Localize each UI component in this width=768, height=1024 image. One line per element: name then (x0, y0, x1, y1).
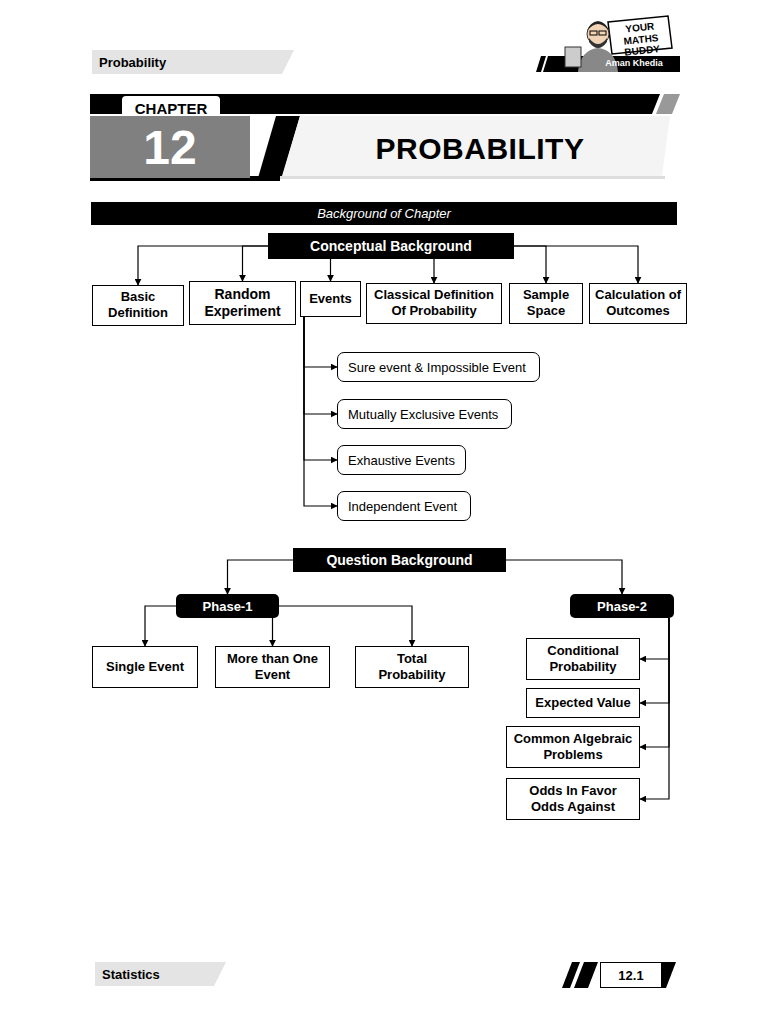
event-type-box: Sure event & Impossible Event (337, 352, 540, 382)
topic-box: Events (300, 281, 361, 317)
connector-arrow (304, 317, 337, 367)
question-box: Common Algebraic Problems (506, 726, 640, 768)
connector-arrow (272, 618, 273, 646)
connector-arrow (640, 618, 669, 799)
connector-arrow (433, 259, 434, 283)
question-box: Single Event (92, 646, 198, 688)
node-text: Basic Definition (98, 289, 178, 322)
node-text: More than One Event (225, 651, 320, 684)
topic-box: Classical Definition Of Probability (366, 283, 502, 324)
question-box: Expected Value (526, 688, 640, 718)
event-type-box: Independent Event (337, 491, 471, 521)
chapter-title: PROBABILITY (330, 132, 630, 166)
node-text: 12 (143, 120, 196, 175)
node-text: Sample Space (515, 287, 577, 320)
phase-box: Phase-1 (176, 594, 279, 618)
connector-arrow (640, 618, 669, 703)
topic-box: Basic Definition (92, 285, 184, 326)
header-band: Probability (92, 50, 292, 74)
logo-text: YOUR MATHS BUDDY (610, 19, 671, 59)
connector-arrow (243, 246, 269, 281)
node-text: Conceptual Background (310, 238, 472, 254)
connector-arrow (514, 246, 638, 283)
node-text: Classical Definition Of Probability (372, 287, 496, 320)
node-text: Single Event (106, 659, 184, 675)
question-box: Conditional Probability (526, 638, 640, 680)
topic-box: Calculation of Outcomes (589, 283, 687, 324)
page-number: 12.1 (600, 962, 662, 988)
question-box: Total Probability (355, 646, 469, 688)
connector-arrow (228, 560, 294, 594)
topic-box: Sample Space (509, 283, 583, 324)
connector-arrow (279, 606, 412, 646)
node-text: Odds In Favor Odds Against (512, 783, 634, 816)
author-name: Aman Khedia (590, 58, 678, 68)
node-text: Independent Event (348, 499, 457, 514)
phase-box: Phase-2 (570, 594, 674, 618)
footer-band: Statistics (95, 962, 215, 986)
section-band: Background of Chapter (91, 202, 677, 225)
node-text: Mutually Exclusive Events (348, 407, 498, 422)
connector-arrow (304, 317, 337, 460)
root-box: Conceptual Background (268, 233, 514, 259)
event-type-box: Mutually Exclusive Events (337, 399, 512, 429)
node-text: Question Background (326, 552, 472, 568)
node-text: Exhaustive Events (348, 453, 455, 468)
node-text: Statistics (102, 967, 160, 982)
node-text: Conditional Probability (532, 643, 634, 676)
topic-box: Random Experiment (189, 281, 296, 325)
node-text: Total Probability (365, 651, 459, 684)
node-text: Events (309, 291, 352, 307)
footer-decoration (200, 962, 676, 988)
node-text: Calculation of Outcomes (595, 287, 681, 320)
connector-arrow (304, 317, 337, 506)
question-box: Odds In Favor Odds Against (506, 778, 640, 820)
root-box: Question Background (293, 548, 506, 572)
connector-arrow (138, 246, 268, 285)
chapter-banner (90, 94, 680, 181)
event-type-box: Exhaustive Events (337, 445, 466, 475)
node-text: Expected Value (535, 695, 630, 711)
node-text: Sure event & Impossible Event (348, 360, 526, 375)
node-text: Background of Chapter (317, 206, 451, 221)
node-text: Random Experiment (195, 286, 290, 321)
node-text: Phase-1 (203, 599, 253, 614)
connector-arrow (514, 246, 546, 283)
connector-arrow (145, 606, 176, 646)
connector-arrow (330, 259, 331, 281)
connector-arrow (304, 317, 337, 414)
node-text: Common Algebraic Problems (512, 731, 634, 764)
logo (536, 16, 680, 72)
node-text: CHAPTER (135, 100, 208, 117)
connector-arrow (640, 618, 669, 747)
node-text: Phase-2 (597, 599, 647, 614)
node-text: 12.1 (618, 968, 643, 983)
chapter-number: 12 (90, 116, 250, 178)
connector-arrow (506, 560, 622, 594)
node-text: Probability (99, 55, 166, 70)
connector-arrow (640, 618, 669, 659)
question-box: More than One Event (215, 646, 330, 688)
